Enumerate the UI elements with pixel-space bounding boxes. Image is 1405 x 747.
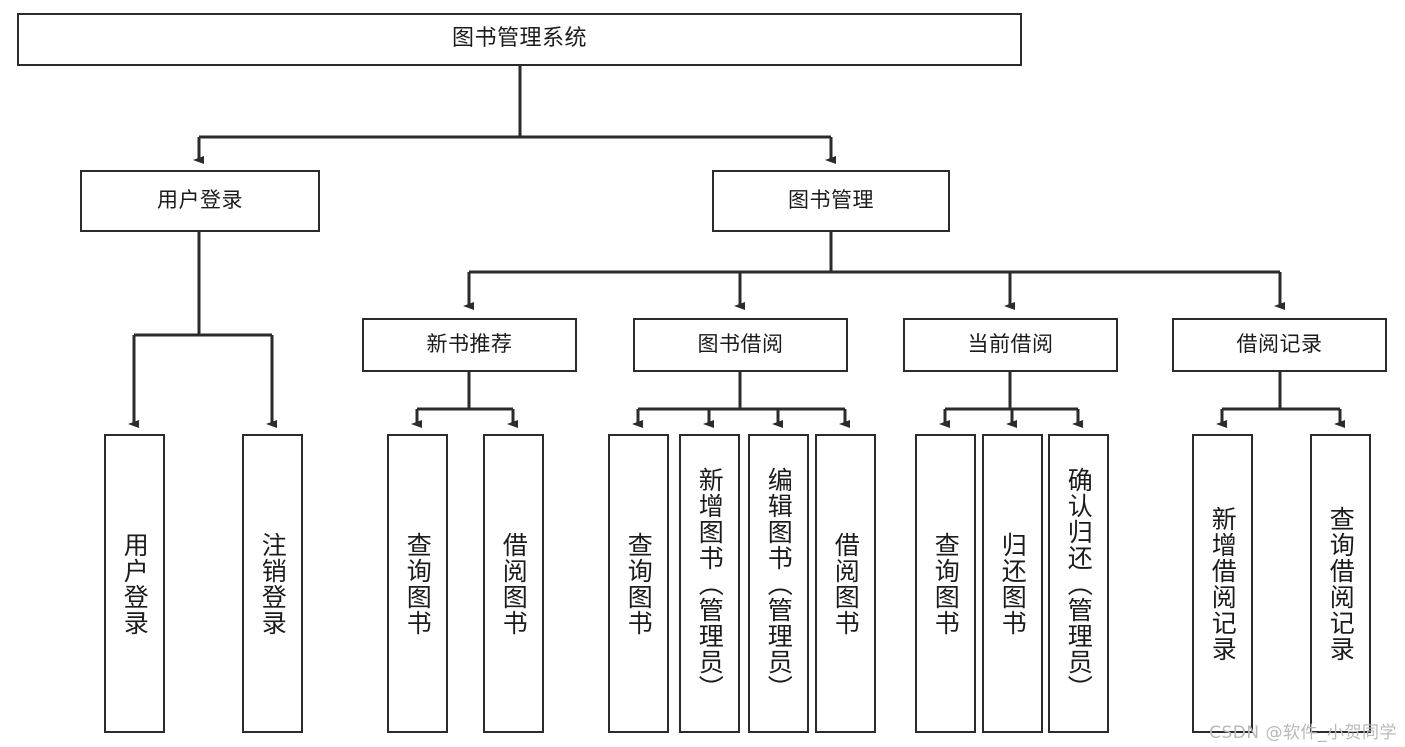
- leaf-borrow-book-recommend[interactable]: 借阅图书: [483, 434, 544, 733]
- node-borrow-record[interactable]: 借阅记录: [1172, 318, 1387, 372]
- leaf-query-book-recommend[interactable]: 查询图书: [387, 434, 448, 733]
- node-label: 用户登录: [157, 188, 243, 213]
- leaf-add-borrow-record[interactable]: 新增借阅记录: [1192, 434, 1253, 733]
- leaf-edit-book-admin[interactable]: 编辑图书（管理员）: [748, 434, 809, 733]
- node-label: 图书管理: [788, 188, 874, 213]
- leaf-query-book-current[interactable]: 查询图书: [915, 434, 976, 733]
- node-label: 借阅记录: [1236, 332, 1323, 357]
- node-label: 查询借阅记录: [1326, 505, 1356, 662]
- node-label: 用户登录: [120, 531, 150, 636]
- leaf-confirm-return-admin[interactable]: 确认归还（管理员）: [1048, 434, 1109, 733]
- leaf-logout-login[interactable]: 注销登录: [242, 434, 303, 733]
- node-book-borrow[interactable]: 图书借阅: [633, 318, 848, 372]
- node-book-manage[interactable]: 图书管理: [712, 170, 950, 232]
- node-label: 当前借阅: [967, 332, 1054, 357]
- leaf-borrow-book[interactable]: 借阅图书: [815, 434, 876, 733]
- leaf-query-book-borrow[interactable]: 查询图书: [608, 434, 669, 733]
- leaf-add-book-admin[interactable]: 新增图书（管理员）: [679, 434, 740, 733]
- node-label: 图书管理系统: [451, 26, 587, 52]
- node-label: 查询图书: [403, 531, 433, 636]
- node-label: 注销登录: [258, 531, 288, 636]
- leaf-query-borrow-record[interactable]: 查询借阅记录: [1310, 434, 1371, 733]
- node-label: 新书推荐: [426, 332, 513, 357]
- node-new-book-recommend[interactable]: 新书推荐: [362, 318, 577, 372]
- node-label: 图书借阅: [697, 332, 784, 357]
- node-label: 借阅图书: [831, 531, 861, 636]
- node-label: 查询图书: [624, 531, 654, 636]
- node-label: 新增图书（管理员）: [695, 466, 725, 701]
- node-label: 查询图书: [931, 531, 961, 636]
- node-root-book-management-system[interactable]: 图书管理系统: [17, 13, 1022, 66]
- node-label: 编辑图书（管理员）: [764, 466, 794, 701]
- node-label: 归还图书: [998, 531, 1028, 636]
- csdn-watermark: CSDN @软件_小贺同学: [1209, 723, 1397, 743]
- node-label: 借阅图书: [499, 531, 529, 636]
- node-current-borrow[interactable]: 当前借阅: [903, 318, 1118, 372]
- node-label: 确认归还（管理员）: [1064, 466, 1094, 701]
- node-label: 新增借阅记录: [1208, 505, 1238, 662]
- node-user-login[interactable]: 用户登录: [80, 170, 320, 232]
- leaf-return-book[interactable]: 归还图书: [982, 434, 1043, 733]
- leaf-user-login[interactable]: 用户登录: [104, 434, 165, 733]
